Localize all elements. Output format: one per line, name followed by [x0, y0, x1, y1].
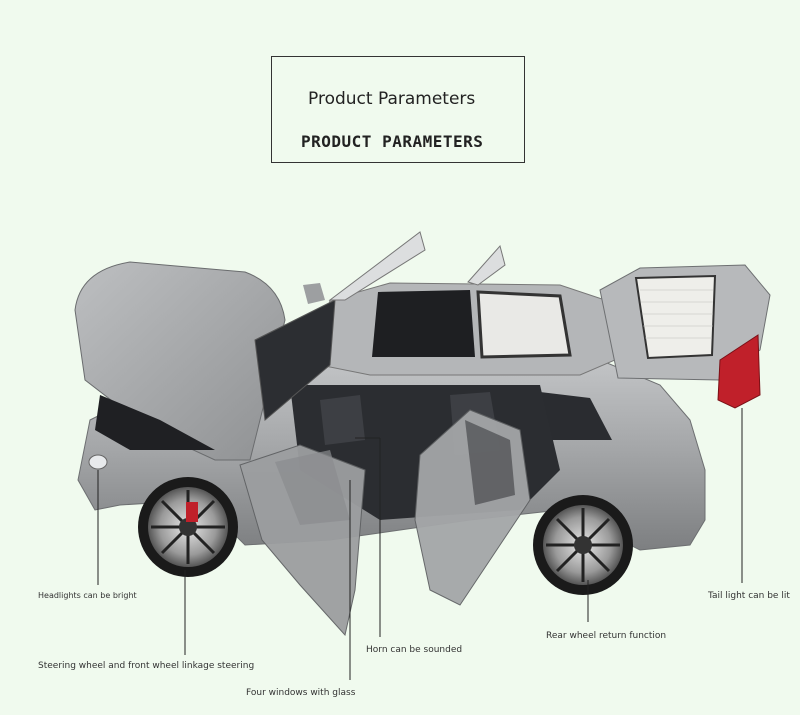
- label-headlights: Headlights can be bright: [38, 591, 137, 600]
- sunroof: [372, 290, 475, 357]
- label-rear-wheel: Rear wheel return function: [546, 631, 667, 641]
- label-tail-light: Tail light can be lit: [708, 591, 790, 601]
- sunroof-rear: [476, 290, 572, 359]
- rear-side-window: [540, 392, 612, 440]
- engine-bay: [95, 395, 215, 450]
- label-steering: Steering wheel and front wheel linkage s…: [38, 661, 255, 671]
- tail-light: [717, 334, 761, 409]
- front-wheel: [138, 477, 238, 577]
- label-windows: Four windows with glass: [246, 688, 356, 698]
- front-door-glass-open: [328, 231, 426, 301]
- rear-window: [634, 274, 717, 360]
- headlight: [88, 454, 108, 470]
- windshield: [254, 299, 336, 421]
- rear-door-glass-open: [467, 244, 506, 286]
- label-horn: Horn can be sounded: [366, 645, 463, 655]
- page-subtitle: PRODUCT PARAMETERS: [301, 132, 484, 151]
- title-box: Product Parameters PRODUCT PARAMETERS: [271, 56, 525, 163]
- rear-wheel: [533, 495, 633, 595]
- page-title: Product Parameters: [308, 89, 476, 109]
